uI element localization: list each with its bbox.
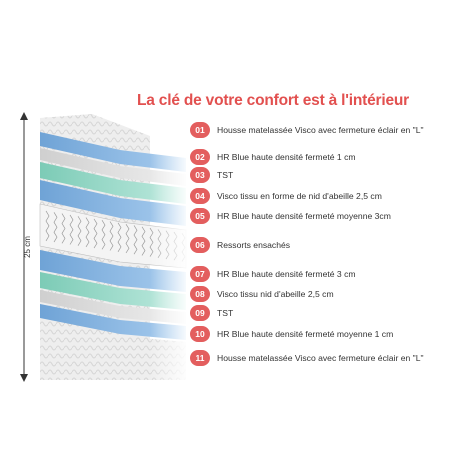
spring-coil — [45, 210, 50, 242]
legend-label: Ressorts ensachés — [217, 240, 291, 250]
legend-label: HR Blue haute densité fermeté 3 cm — [217, 269, 356, 279]
legend-label: Visco tissu en forme de nid d'abeille 2,… — [217, 191, 382, 201]
legend-label: Housse matelassée Visco avec fermeture é… — [217, 353, 424, 363]
spring-coil — [93, 218, 98, 249]
layer-bottom-cover — [40, 320, 186, 380]
layer-visco-bottom — [40, 272, 186, 310]
legend-label: HR Blue haute densité fermeté 1 cm — [217, 152, 356, 162]
legend-item-05: 05 HR Blue haute densité fermeté moyenne… — [190, 208, 391, 224]
spring-coil — [85, 217, 90, 248]
layer-hr-blue-1cm-bottom — [40, 304, 186, 340]
legend-item-08: 08 Visco tissu nid d'abeille 2,5 cm — [190, 286, 334, 302]
spring-coil — [53, 212, 58, 243]
legend-item-10: 10 HR Blue haute densité fermeté moyenne… — [190, 326, 393, 342]
legend-item-06: 06 Ressorts ensachés — [190, 237, 290, 253]
layer-hr-blue-1cm — [40, 132, 186, 172]
number-badge: 01 — [190, 122, 210, 138]
spring-coil — [109, 221, 114, 251]
number-badge: 03 — [190, 167, 210, 183]
layer-visco-top — [40, 162, 186, 204]
spring-coil — [117, 222, 122, 252]
legend-item-11: 11 Housse matelassée Visco avec fermetur… — [190, 350, 424, 366]
spring-coil — [61, 213, 66, 244]
page-title: La clé de votre confort est à l'intérieu… — [137, 92, 409, 109]
legend-label: TST — [217, 170, 234, 180]
height-label: 25 cm — [23, 236, 32, 258]
number-badge: 05 — [190, 208, 210, 224]
number-badge: 10 — [190, 326, 210, 342]
legend-item-03: 03 TST — [190, 167, 233, 183]
legend-label: Housse matelassée Visco avec fermeture é… — [217, 125, 424, 135]
spring-coil — [133, 225, 138, 255]
legend-item-01: 01 Housse matelassée Visco avec fermetur… — [190, 122, 424, 138]
spring-coil — [101, 220, 106, 250]
legend-item-04: 04 Visco tissu en forme de nid d'abeille… — [190, 188, 382, 204]
layer-tst-top — [40, 148, 186, 186]
number-badge: 09 — [190, 305, 210, 321]
legend-label: Visco tissu nid d'abeille 2,5 cm — [217, 289, 334, 299]
spring-coil — [125, 223, 130, 254]
legend-label: TST — [217, 308, 234, 318]
layer-hr-blue-3cm-bottom — [40, 250, 186, 292]
layer-tst-bottom — [40, 290, 186, 324]
number-badge: 11 — [190, 350, 210, 366]
legend-label: HR Blue haute densité fermeté moyenne 1 … — [217, 329, 394, 339]
number-badge: 04 — [190, 188, 210, 204]
legend-item-07: 07 HR Blue haute densité fermeté 3 cm — [190, 266, 356, 282]
spring-coil — [141, 226, 146, 256]
legend-item-09: 09 TST — [190, 305, 233, 321]
number-badge: 08 — [190, 286, 210, 302]
spring-coil — [77, 216, 82, 246]
spring-coil — [69, 214, 74, 245]
number-badge: 02 — [190, 149, 210, 165]
layer-hr-blue-3cm-top — [40, 180, 186, 226]
legend-item-02: 02 HR Blue haute densité fermeté 1 cm — [190, 149, 356, 165]
legend-label: HR Blue haute densité fermeté moyenne 3c… — [217, 211, 391, 221]
height-dimension — [20, 112, 28, 382]
number-badge: 07 — [190, 266, 210, 282]
number-badge: 06 — [190, 237, 210, 253]
